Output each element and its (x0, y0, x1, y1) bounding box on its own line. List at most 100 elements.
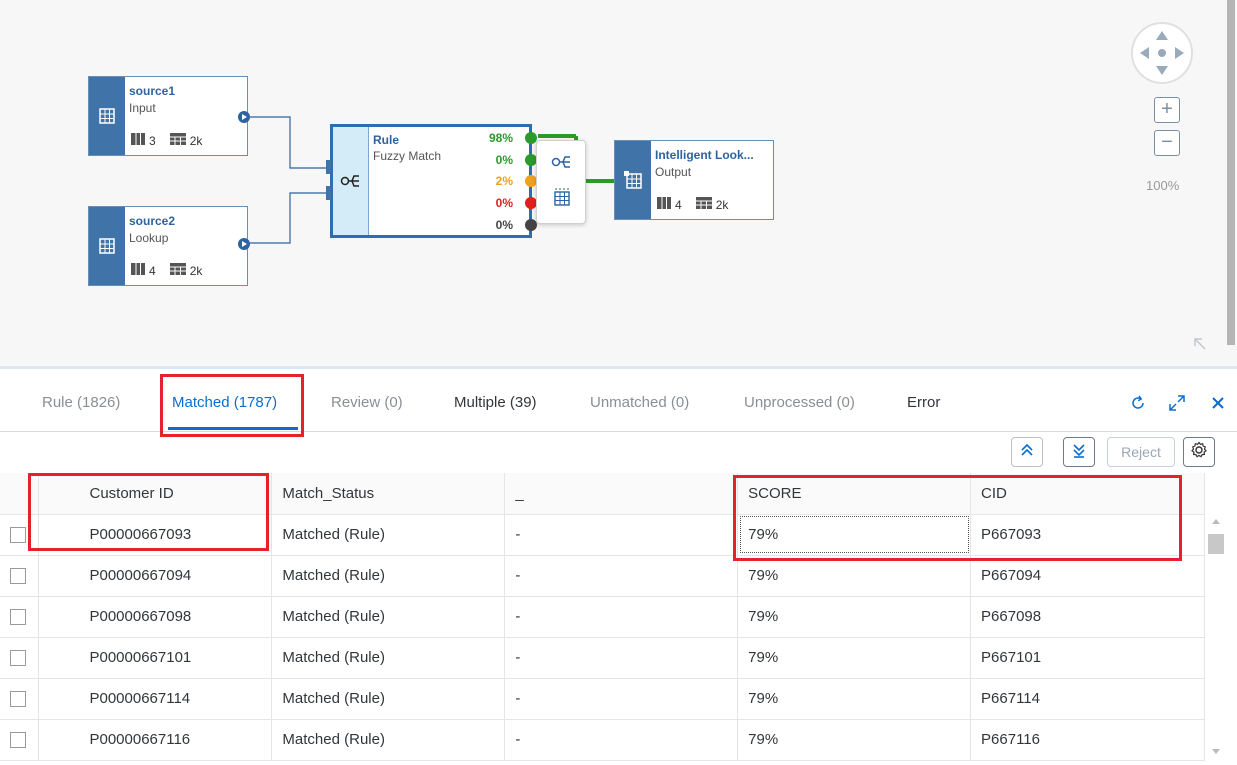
row-checkbox[interactable] (10, 609, 26, 626)
rule-output-percentage: 0% (495, 218, 513, 232)
node-rule[interactable]: Rule Fuzzy Match 98%0%2%0%0% (330, 124, 537, 238)
rule-output-port-icon[interactable] (525, 197, 537, 209)
splitter-handle-icon[interactable] (548, 365, 698, 377)
row-count: 2k (189, 133, 203, 148)
cell-underscore[interactable]: - (504, 678, 739, 720)
cell-score[interactable]: 79% (737, 596, 972, 638)
reject-button[interactable]: Reject (1107, 437, 1175, 467)
tab-multiple[interactable]: Multiple (39) (454, 394, 537, 411)
rule-output-port-icon[interactable] (525, 219, 537, 231)
refresh-icon[interactable] (1127, 392, 1149, 414)
cell-score[interactable]: 79% (737, 555, 972, 597)
connection-lines (250, 116, 614, 244)
cell-customer-id[interactable]: P00000667101 (38, 637, 273, 679)
column-header-match-status[interactable]: Match_Status (271, 473, 506, 515)
column-header-customer-id[interactable]: Customer ID (38, 473, 273, 515)
cell-underscore[interactable]: - (504, 637, 739, 679)
tab-rule[interactable]: Rule (1826) (42, 394, 121, 411)
cell-customer-id[interactable]: P00000667114 (38, 678, 273, 720)
row-checkbox[interactable] (10, 650, 26, 667)
cell-cid[interactable]: P667094 (970, 555, 1205, 597)
cell-score[interactable]: 79% (737, 637, 972, 679)
cell-match-status[interactable]: Matched (Rule) (271, 719, 506, 761)
input-port-icon[interactable] (326, 160, 331, 174)
cell-score[interactable]: 79% (737, 514, 972, 556)
pan-down-icon (1156, 66, 1168, 75)
table-scrollbar[interactable] (1207, 514, 1225, 760)
output-port-icon[interactable] (238, 111, 250, 123)
tab-review[interactable]: Review (0) (331, 394, 403, 411)
fullscreen-icon[interactable] (1166, 392, 1188, 414)
cell-match-status[interactable]: Matched (Rule) (271, 596, 506, 638)
canvas-scrollbar[interactable] (1227, 0, 1235, 345)
zoom-out-button[interactable]: − (1154, 130, 1180, 156)
node-source1[interactable]: source1 Input 3 2k (88, 76, 250, 156)
rule-output-port-icon[interactable] (525, 175, 537, 187)
cell-cid[interactable]: P667114 (970, 678, 1205, 720)
cell-match-status[interactable]: Matched (Rule) (271, 555, 506, 597)
cell-score[interactable]: 79% (737, 719, 972, 761)
tab-unprocessed[interactable]: Unprocessed (0) (744, 394, 855, 411)
chevrons-down-icon (1071, 442, 1087, 463)
cell-cid[interactable]: P667093 (970, 514, 1205, 556)
column-header-score[interactable]: SCORE (737, 473, 972, 515)
cell-match-status[interactable]: Matched (Rule) (271, 637, 506, 679)
row-checkbox[interactable] (10, 568, 26, 585)
tab-unmatched[interactable]: Unmatched (0) (590, 394, 690, 411)
row-checkbox[interactable] (10, 732, 26, 749)
node-source2[interactable]: source2 Lookup 4 2k (88, 206, 250, 286)
cell-underscore[interactable]: - (504, 555, 739, 597)
cell-customer-id[interactable]: P00000667116 (38, 719, 273, 761)
active-tab-indicator (168, 427, 298, 430)
cell-cid[interactable]: P667098 (970, 596, 1205, 638)
rule-output-port-icon[interactable] (525, 132, 537, 144)
cell-underscore[interactable]: - (504, 596, 739, 638)
add-rule-icon[interactable] (551, 153, 573, 176)
node-subtitle: Output (655, 165, 692, 179)
node-output[interactable]: Intelligent Look... Output 4 2k (614, 140, 774, 220)
row-checkbox[interactable] (10, 691, 26, 708)
row-select-cell (0, 678, 40, 720)
settings-button[interactable] (1183, 437, 1215, 467)
collapse-all-button[interactable] (1063, 437, 1095, 467)
column-count: 4 (675, 197, 682, 212)
output-port-icon[interactable] (238, 238, 250, 250)
pan-left-icon (1140, 47, 1149, 59)
add-output-icon[interactable] (552, 187, 572, 212)
zoom-in-button[interactable]: + (1154, 97, 1180, 123)
cell-match-status[interactable]: Matched (Rule) (271, 514, 506, 556)
rule-output-port-icon[interactable] (525, 154, 537, 166)
panel-splitter[interactable] (0, 366, 1237, 369)
cell-cid[interactable]: P667101 (970, 637, 1205, 679)
tab-error[interactable]: Error (907, 394, 941, 411)
cell-customer-id[interactable]: P00000667094 (38, 555, 273, 597)
cell-underscore[interactable]: - (504, 514, 739, 556)
cell-score[interactable]: 79% (737, 678, 972, 720)
close-icon[interactable] (1207, 392, 1229, 414)
cell-underscore[interactable]: - (504, 719, 739, 761)
gear-icon (1190, 441, 1208, 464)
pan-right-icon (1175, 47, 1184, 59)
collapse-arrow-icon[interactable] (1193, 337, 1207, 356)
cell-customer-id[interactable]: P00000667098 (38, 596, 273, 638)
rule-output-percentage: 0% (495, 153, 513, 167)
column-header-cid[interactable]: CID (970, 473, 1205, 515)
tab-matched[interactable]: Matched (1787) (172, 394, 278, 411)
column-header-underscore[interactable]: _ (504, 473, 739, 515)
expand-all-button[interactable] (1011, 437, 1043, 467)
row-checkbox[interactable] (10, 527, 26, 544)
node-title: source2 (129, 214, 176, 228)
input-port-icon[interactable] (326, 186, 331, 200)
cell-match-status[interactable]: Matched (Rule) (271, 678, 506, 720)
cell-customer-id[interactable]: P00000667093 (38, 514, 273, 556)
cell-cid[interactable]: P667116 (970, 719, 1205, 761)
pan-control[interactable] (1131, 22, 1193, 84)
flow-canvas[interactable]: source1 Input 3 2k source2 Lookup 4 2k R… (0, 0, 1237, 368)
select-column-header (0, 473, 40, 515)
